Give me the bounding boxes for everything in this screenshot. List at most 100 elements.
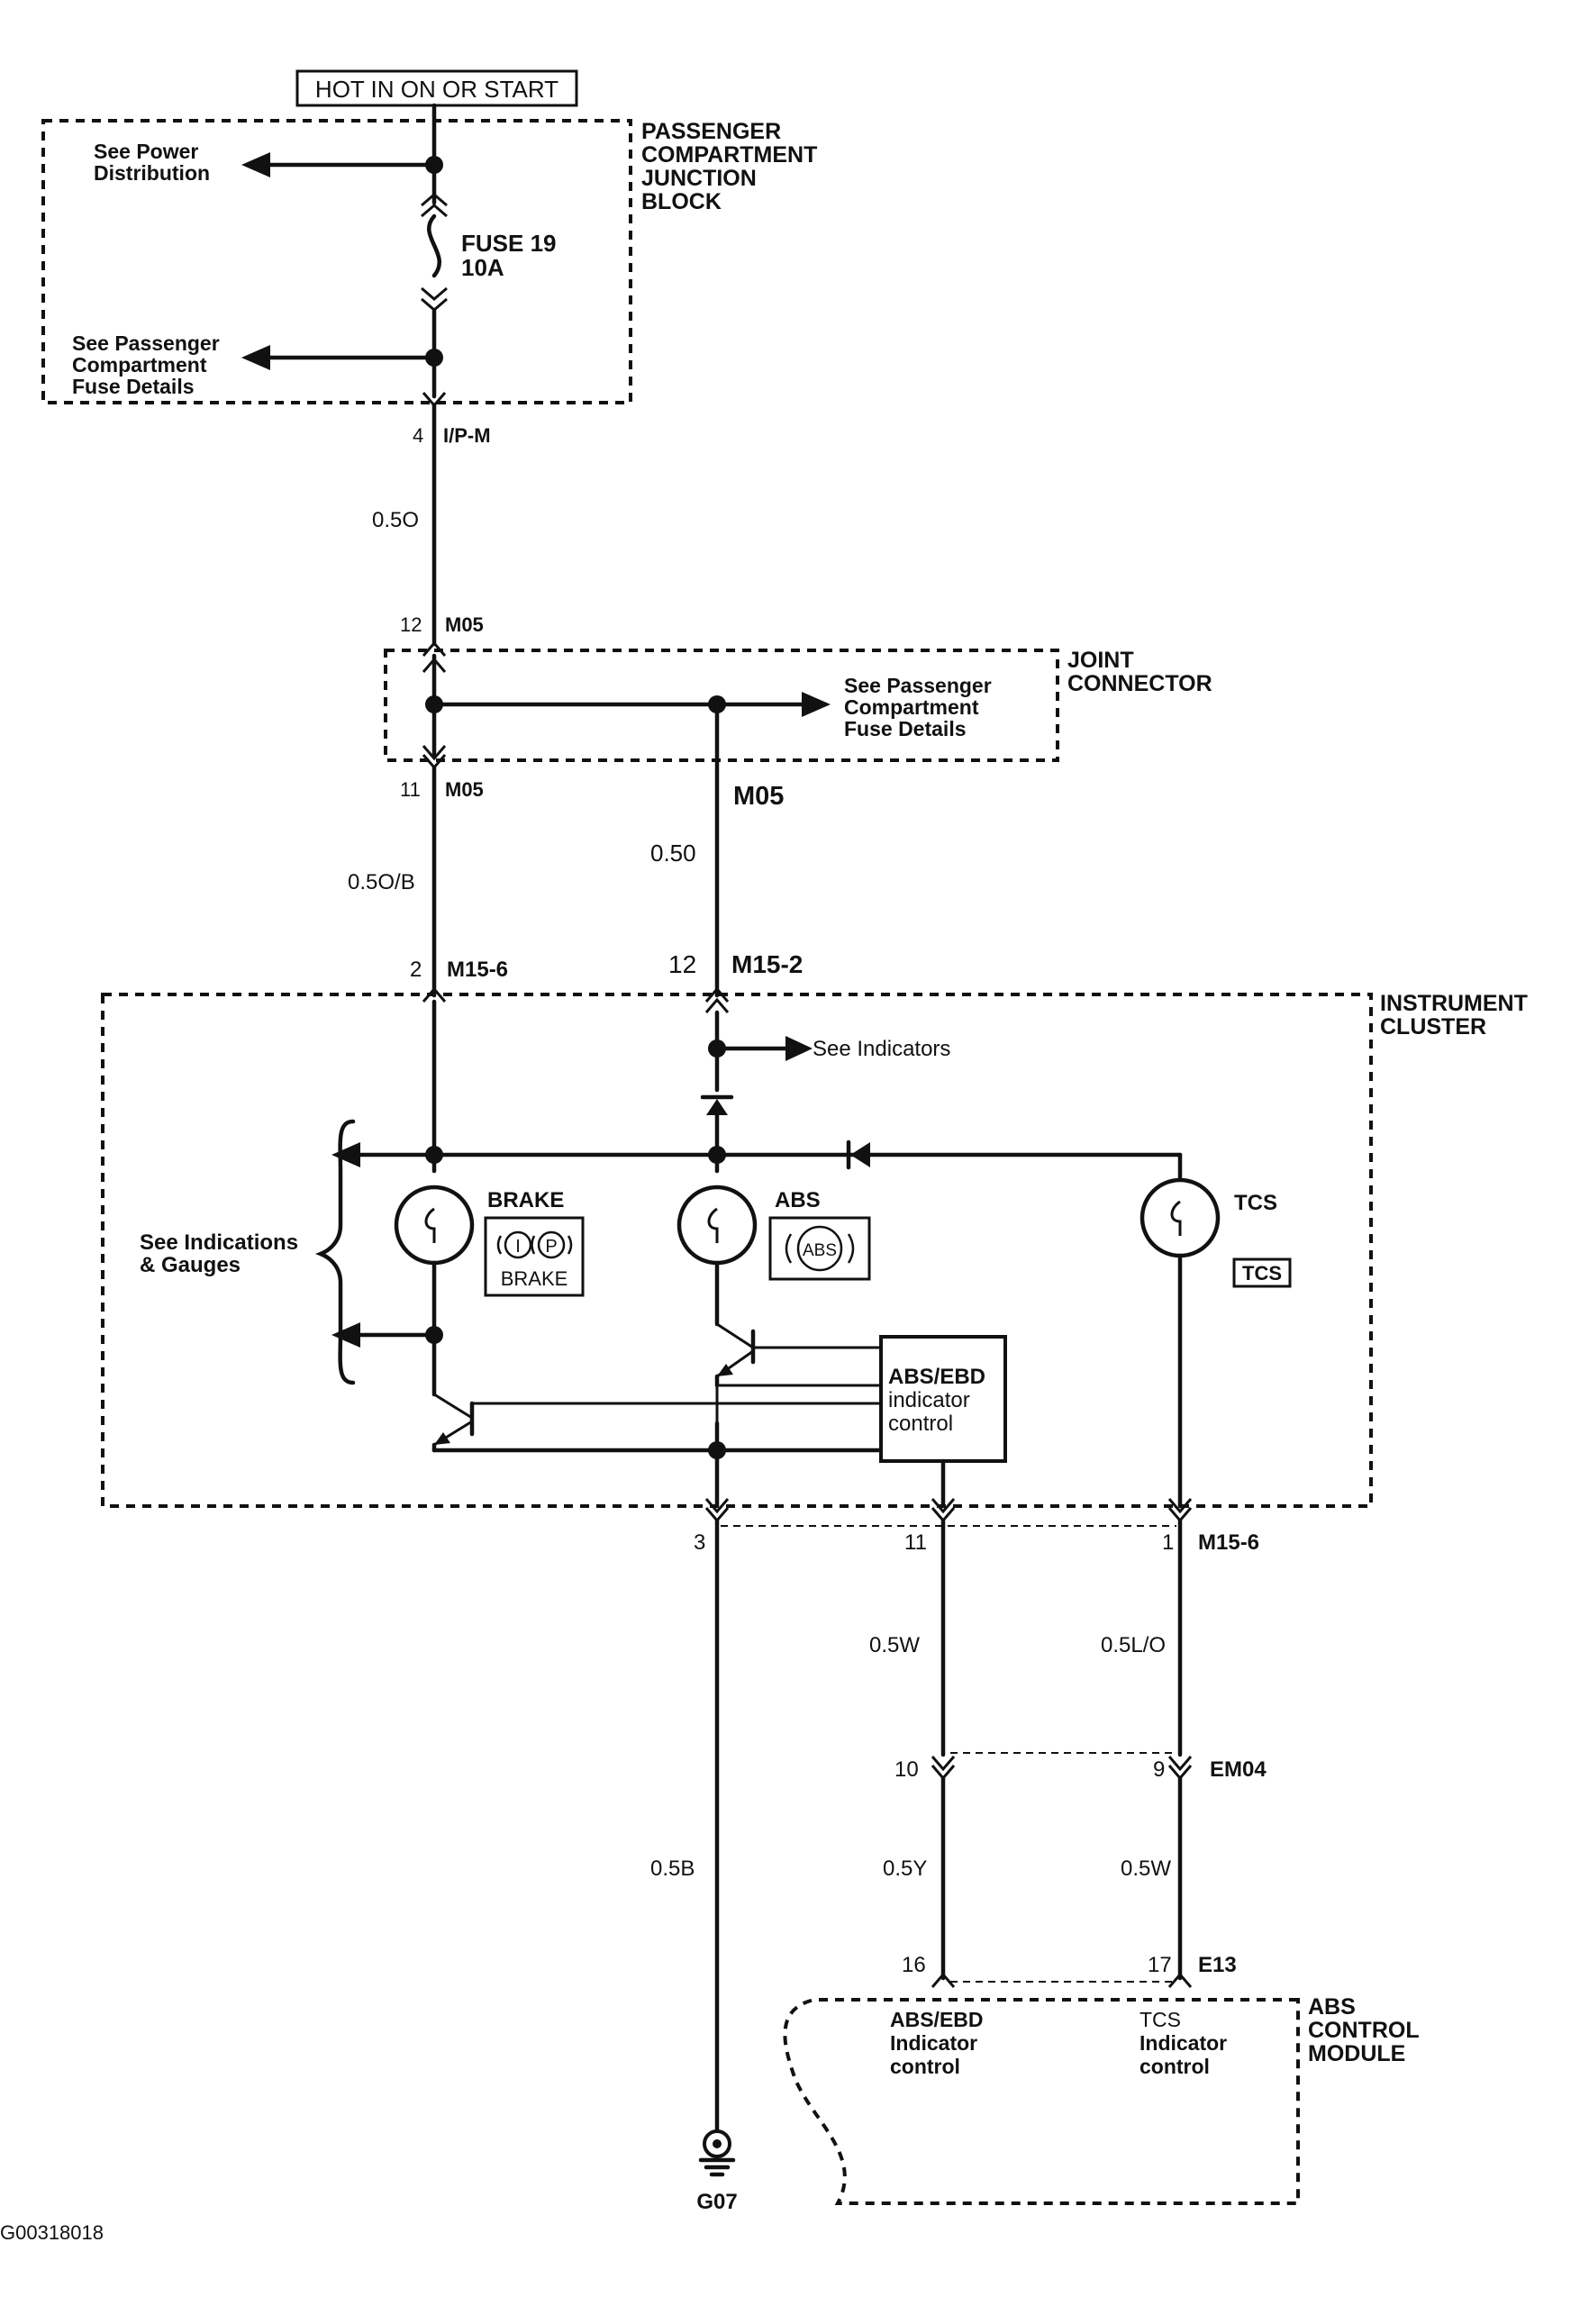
splice-dot: [425, 1146, 443, 1164]
see-fuse-details-label: See Passenger Compartment Fuse Details: [844, 674, 992, 740]
svg-text:ABS/EBD: ABS/EBD: [888, 1365, 985, 1389]
connector-male-icon: [422, 986, 447, 1003]
abs-ebd-indicator-control-module-label: ABS/EBD Indicator control: [890, 2008, 984, 2078]
transistor-icon: [433, 1393, 475, 1447]
arrow-left-icon: [331, 1322, 360, 1348]
brake-label: BRAKE: [487, 1188, 564, 1212]
arrow-right-icon: [785, 1036, 813, 1061]
connector-label: I/P-M: [443, 424, 491, 447]
connector-female-icon: [931, 1756, 956, 1772]
brace-icon: [314, 1119, 356, 1385]
tcs-label: TCS: [1234, 1191, 1277, 1215]
svg-text:P: P: [545, 1237, 557, 1257]
connector-label: M05: [445, 778, 484, 801]
svg-text:See Indications: See Indications: [140, 1230, 298, 1255]
power-source-label: HOT IN ON OR START: [315, 76, 558, 103]
arrow-left-icon: [241, 345, 270, 370]
abs-warning-icon: ABS: [768, 1216, 871, 1281]
wire-color-label: 0.5Y: [883, 1856, 927, 1881]
svg-text:See Power: See Power: [94, 140, 198, 163]
pin-number: 11: [904, 1530, 927, 1555]
wire-color-label: 0.5O/B: [348, 870, 415, 894]
connector-label: M15-2: [731, 950, 803, 978]
svg-text:CONTROL: CONTROL: [1308, 2018, 1420, 2043]
abs-lamp-icon: [676, 1185, 758, 1266]
tcs-lamp-icon: [1140, 1177, 1221, 1258]
connector-label: M15-6: [447, 958, 508, 982]
junction-block-title: PASSENGER COMPARTMENT JUNCTION BLOCK: [641, 119, 817, 214]
svg-text:JUNCTION: JUNCTION: [641, 166, 757, 191]
connector-female-icon: [704, 1498, 730, 1514]
see-fuse-details-label: See Passenger Compartment Fuse Details: [72, 331, 220, 398]
pin-number: 10: [894, 1757, 919, 1782]
fuse-icon: [421, 193, 448, 312]
connector-male-icon: [1167, 1972, 1193, 1988]
power-source-box: [295, 69, 578, 107]
tcs-warning-icon: TCS: [1232, 1257, 1292, 1288]
svg-text:See Passenger: See Passenger: [844, 674, 992, 697]
tcs-indicator-control-module-label: TCS Indicator control: [1140, 2008, 1227, 2078]
svg-text:COMPARTMENT: COMPARTMENT: [641, 142, 817, 168]
pin-number: 17: [1148, 1953, 1172, 1977]
pin-number: 2: [410, 958, 422, 982]
diode-icon: [700, 1094, 734, 1115]
svg-text:Distribution: Distribution: [94, 161, 210, 185]
see-indicators-label: See Indicators: [813, 1037, 950, 1061]
abs-ebd-indicator-control-label: ABS/EBD indicator control: [888, 1365, 985, 1436]
pin-number: 16: [902, 1953, 926, 1977]
svg-text:ABS: ABS: [803, 1241, 837, 1260]
svg-text:FUSE 19: FUSE 19: [461, 230, 557, 257]
svg-text:CLUSTER: CLUSTER: [1380, 1014, 1486, 1039]
diode-icon: [846, 1139, 870, 1170]
wire-color-label: 0.5W: [869, 1633, 920, 1657]
svg-text:ABS/EBD: ABS/EBD: [890, 2008, 984, 2031]
connector-label: M05: [445, 613, 484, 636]
pin-number: 9: [1153, 1757, 1165, 1782]
pin-number: 4: [413, 424, 423, 447]
connector-female-icon: [1167, 1498, 1193, 1514]
figure-id: G00318018: [0, 2221, 104, 2244]
svg-text:INSTRUMENT: INSTRUMENT: [1380, 991, 1528, 1016]
pin-number: 3: [694, 1530, 705, 1555]
arrow-left-icon: [241, 152, 270, 177]
pin-number: 12: [400, 613, 422, 636]
ground-label: G07: [696, 2190, 737, 2214]
arrow-left-icon: [331, 1142, 360, 1167]
instrument-cluster-title: INSTRUMENT CLUSTER: [1380, 991, 1528, 1039]
abs-label: ABS: [775, 1188, 821, 1212]
instrument-cluster-boundary: [101, 993, 1373, 1508]
svg-text:control: control: [1140, 2055, 1210, 2078]
svg-text:TCS: TCS: [1242, 1262, 1282, 1285]
connector-label: M15-6: [1198, 1530, 1259, 1555]
connector-female-icon: [422, 745, 447, 761]
connector-male-icon: [704, 986, 730, 1003]
abs-ebd-indicator-control-box: [879, 1335, 1007, 1463]
pin-number: 12: [668, 950, 696, 978]
fuse-label: FUSE 19 10A: [461, 230, 557, 281]
transistor-icon: [716, 1322, 756, 1378]
svg-text:indicator: indicator: [888, 1388, 970, 1412]
svg-text:Compartment: Compartment: [72, 353, 207, 377]
pin-number: 1: [1162, 1530, 1174, 1555]
connector-female-icon: [1167, 1756, 1193, 1772]
abs-control-module-title: ABS CONTROL MODULE: [1308, 1994, 1420, 2066]
junction-block-boundary: [41, 119, 632, 404]
svg-text:10A: 10A: [461, 254, 504, 281]
see-indications-gauges-label: See Indications & Gauges: [140, 1230, 298, 1277]
svg-text:See Passenger: See Passenger: [72, 331, 220, 355]
wire-color-label: 0.5B: [650, 1856, 695, 1881]
joint-connector-title: JOINT CONNECTOR: [1067, 648, 1212, 696]
svg-text:CONNECTOR: CONNECTOR: [1067, 671, 1212, 696]
svg-text:TCS: TCS: [1140, 2008, 1181, 2031]
svg-text:JOINT: JOINT: [1067, 648, 1134, 673]
connector-female-icon: [931, 1498, 956, 1514]
svg-text:Fuse Details: Fuse Details: [72, 375, 195, 398]
connector-label: M05: [733, 782, 784, 811]
svg-text:Indicator: Indicator: [1140, 2031, 1227, 2055]
brake-warning-icon: I P BRAKE: [484, 1216, 585, 1297]
svg-text:I: I: [515, 1237, 521, 1257]
svg-text:Compartment: Compartment: [844, 695, 979, 719]
see-power-distribution-label: See Power Distribution: [94, 140, 210, 185]
svg-text:ABS: ABS: [1308, 1994, 1356, 2020]
